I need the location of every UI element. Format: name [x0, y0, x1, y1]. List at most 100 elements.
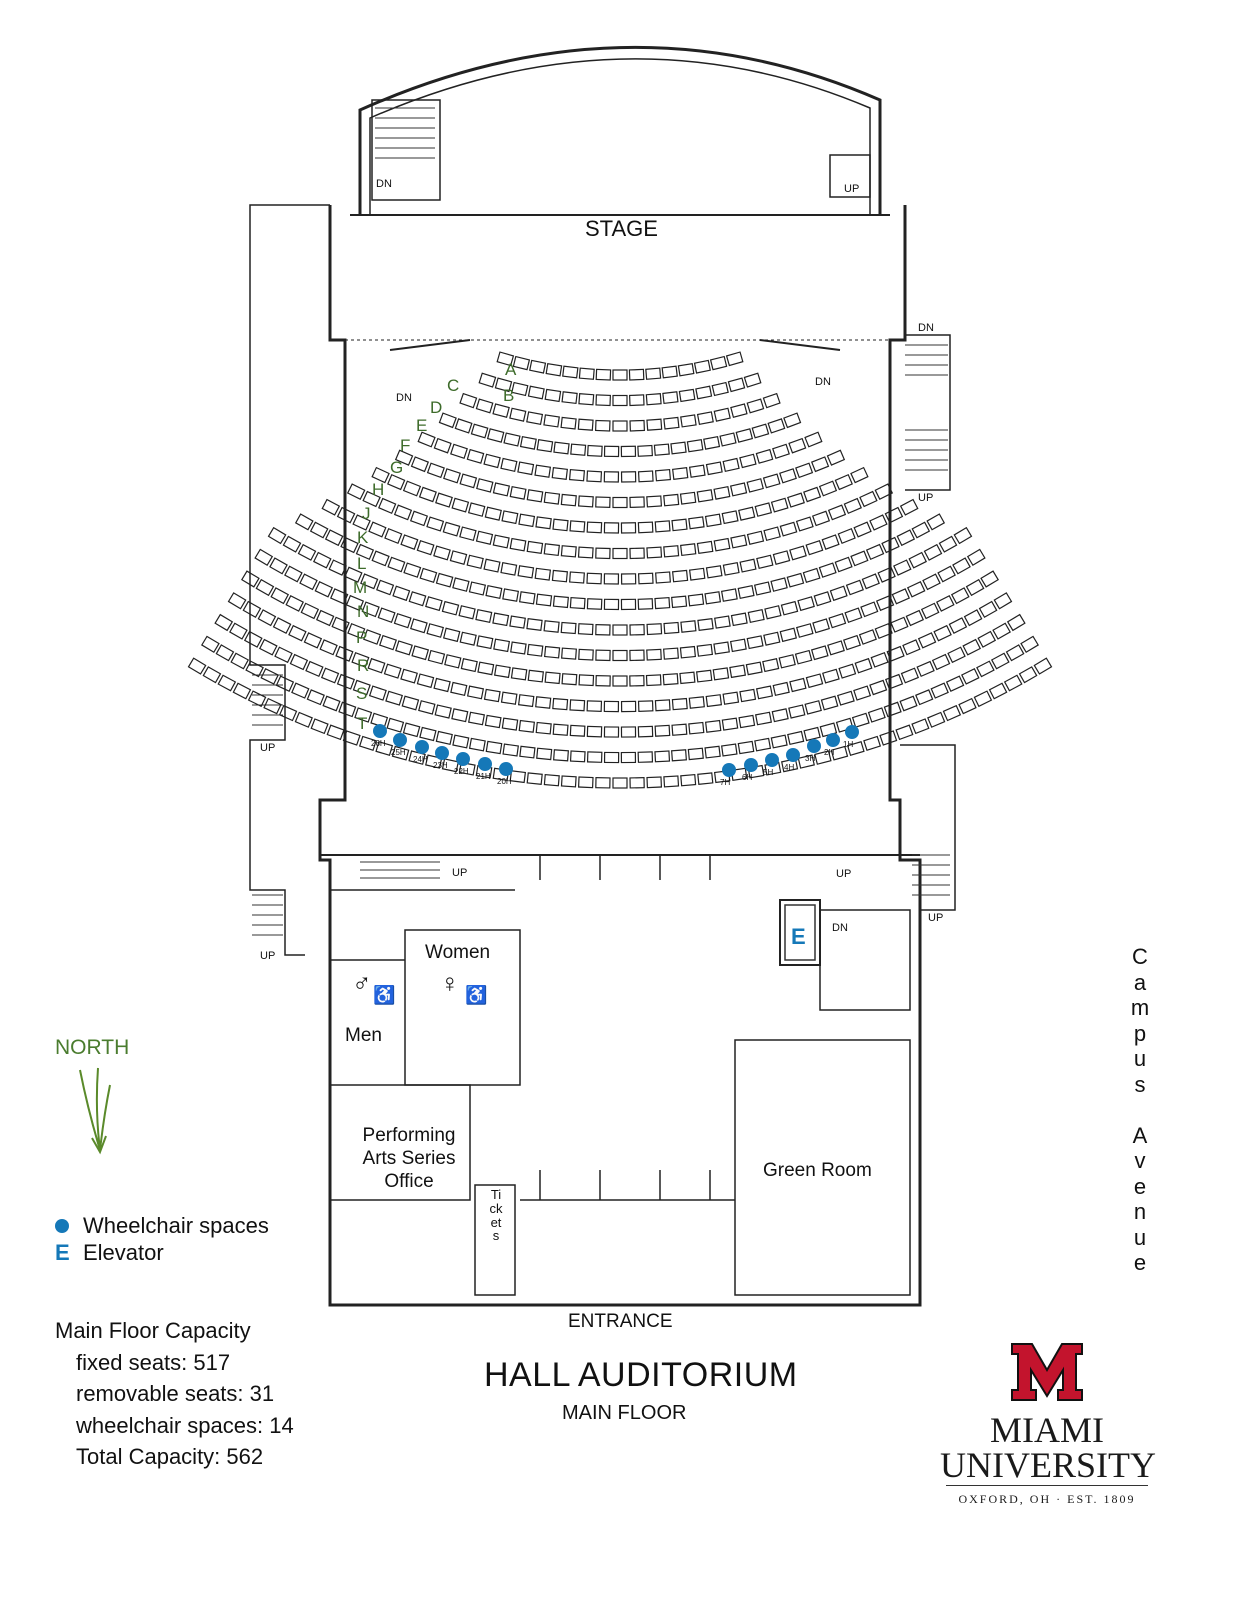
seat: [297, 543, 317, 561]
seat: [595, 649, 611, 662]
seat: [629, 649, 645, 662]
seat: [704, 591, 722, 605]
seat: [502, 588, 520, 602]
seat: [560, 775, 577, 788]
row-letter: L: [357, 554, 367, 573]
seat: [753, 581, 772, 596]
seat: [739, 453, 757, 469]
seat: [603, 751, 620, 764]
seat: [810, 645, 829, 661]
seat: [787, 730, 805, 746]
seat: [612, 675, 628, 687]
seat: [314, 580, 334, 598]
seat: [843, 634, 861, 651]
seat: [568, 468, 586, 482]
seat: [458, 761, 476, 776]
seat: [637, 572, 654, 585]
seat: [278, 704, 298, 722]
seat: [927, 711, 946, 728]
seat: [459, 392, 478, 409]
seat: [838, 663, 857, 679]
seat: [306, 689, 325, 706]
seat: [763, 631, 781, 646]
seat: [310, 718, 329, 735]
seat: [326, 724, 345, 741]
seat: [215, 644, 235, 662]
wheelchair-space-label: 6H: [742, 773, 753, 782]
seat: [288, 624, 307, 642]
seat: [467, 502, 486, 517]
seat: [466, 554, 484, 570]
row-letter: A: [505, 360, 517, 379]
seat: [827, 504, 847, 521]
seat: [201, 635, 220, 654]
wheelchair-space-label: 1H: [843, 740, 854, 749]
seat: [637, 751, 654, 763]
seat: [629, 624, 645, 636]
seat: [410, 456, 430, 473]
seat: [834, 473, 853, 491]
wheelchair-space-label: 7H: [720, 778, 731, 787]
legend-elevator-label: Elevator: [83, 1240, 164, 1265]
seat: [620, 598, 637, 611]
wheelchair-space-dot: [456, 752, 470, 766]
capacity-heading: Main Floor Capacity: [55, 1318, 251, 1343]
seat: [729, 638, 747, 653]
seat: [242, 600, 262, 619]
seat: [822, 668, 840, 684]
seat: [569, 750, 586, 763]
seat: [772, 681, 790, 697]
seat: [704, 719, 722, 733]
seat: [459, 631, 477, 646]
seat: [411, 645, 430, 661]
seat: [730, 612, 748, 627]
seat: [881, 536, 900, 554]
capacity-total: Total Capacity: 562: [76, 1444, 264, 1469]
seat: [484, 714, 502, 729]
wheelchair-space-dot: [765, 753, 779, 767]
legend-elevator: E Elevator: [55, 1240, 164, 1266]
seat: [612, 394, 628, 407]
seat: [735, 428, 754, 443]
seat: [727, 377, 746, 393]
wheelchair-space-label: 21H: [476, 772, 491, 781]
seat: [705, 461, 723, 476]
seat: [529, 359, 547, 374]
seat: [492, 612, 510, 627]
seat: [285, 594, 305, 612]
seat: [305, 660, 324, 678]
row-letter: B: [503, 386, 515, 405]
seat: [789, 677, 807, 693]
seat: [663, 493, 680, 507]
seat: [551, 569, 569, 583]
seat: [629, 547, 645, 560]
seat: [475, 398, 494, 414]
seat: [551, 467, 569, 480]
seat: [352, 514, 371, 531]
seat: [449, 550, 468, 565]
seat: [686, 439, 704, 453]
seat: [770, 577, 788, 592]
seat: [375, 740, 394, 757]
seat: [384, 528, 403, 544]
seat: [425, 754, 443, 769]
seat: [830, 745, 849, 761]
seat: [762, 392, 781, 409]
stair-up-label: UP: [836, 868, 852, 880]
seat: [805, 673, 824, 689]
seat: [739, 558, 757, 573]
seat: [401, 695, 420, 711]
seat: [272, 617, 292, 635]
seat: [569, 597, 586, 610]
seat: [805, 539, 824, 556]
seat: [867, 707, 886, 723]
seat: [543, 620, 560, 633]
wheelchair-space-label: 4H: [784, 763, 795, 772]
seat: [646, 418, 663, 431]
seat: [738, 714, 756, 729]
seat: [433, 437, 452, 454]
seat: [526, 617, 543, 632]
seat: [629, 496, 645, 509]
seat: [893, 559, 912, 576]
seat: [813, 591, 832, 607]
